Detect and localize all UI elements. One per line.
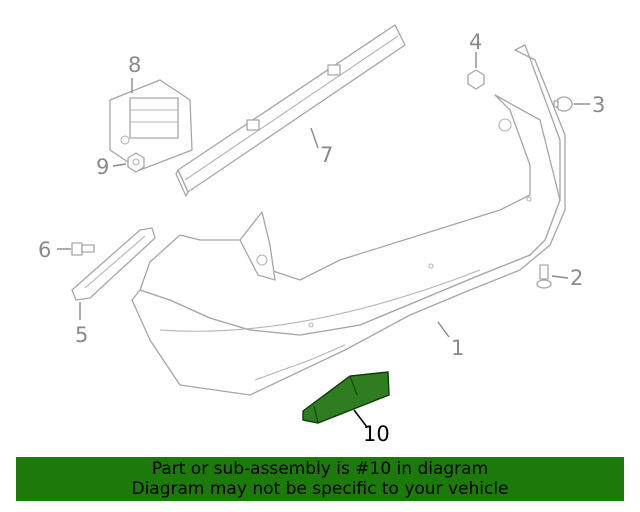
- part-2-retainer[interactable]: [536, 264, 552, 289]
- part-10-highlighted[interactable]: [302, 371, 390, 424]
- part-8-bracket[interactable]: [109, 79, 193, 171]
- banner-line-1: Part or sub-assembly is #10 in diagram: [151, 459, 489, 479]
- callout-7: 7: [320, 143, 333, 167]
- callout-10: 10: [363, 422, 390, 446]
- callout-3: 3: [592, 93, 605, 117]
- callout-5: 5: [75, 323, 88, 347]
- part-6-bolt[interactable]: [71, 242, 95, 256]
- part-9-nut[interactable]: [127, 152, 145, 173]
- info-banner: Part or sub-assembly is #10 in diagram D…: [16, 457, 624, 501]
- banner-line-2: Diagram may not be specific to your vehi…: [131, 479, 509, 499]
- part-1-bumper-cover[interactable]: [131, 44, 566, 396]
- part-7-reinforcement-beam[interactable]: [175, 24, 406, 197]
- callout-2: 2: [570, 266, 583, 290]
- callout-8: 8: [128, 53, 141, 77]
- callout-1: 1: [451, 336, 464, 360]
- callout-9: 9: [96, 155, 109, 179]
- part-3-push-clip[interactable]: [553, 96, 573, 112]
- part-5-side-bracket[interactable]: [71, 227, 156, 301]
- leader-lines: [57, 52, 590, 428]
- callout-6: 6: [38, 238, 51, 262]
- callout-4: 4: [469, 30, 482, 54]
- part-4-clip[interactable]: [467, 69, 485, 90]
